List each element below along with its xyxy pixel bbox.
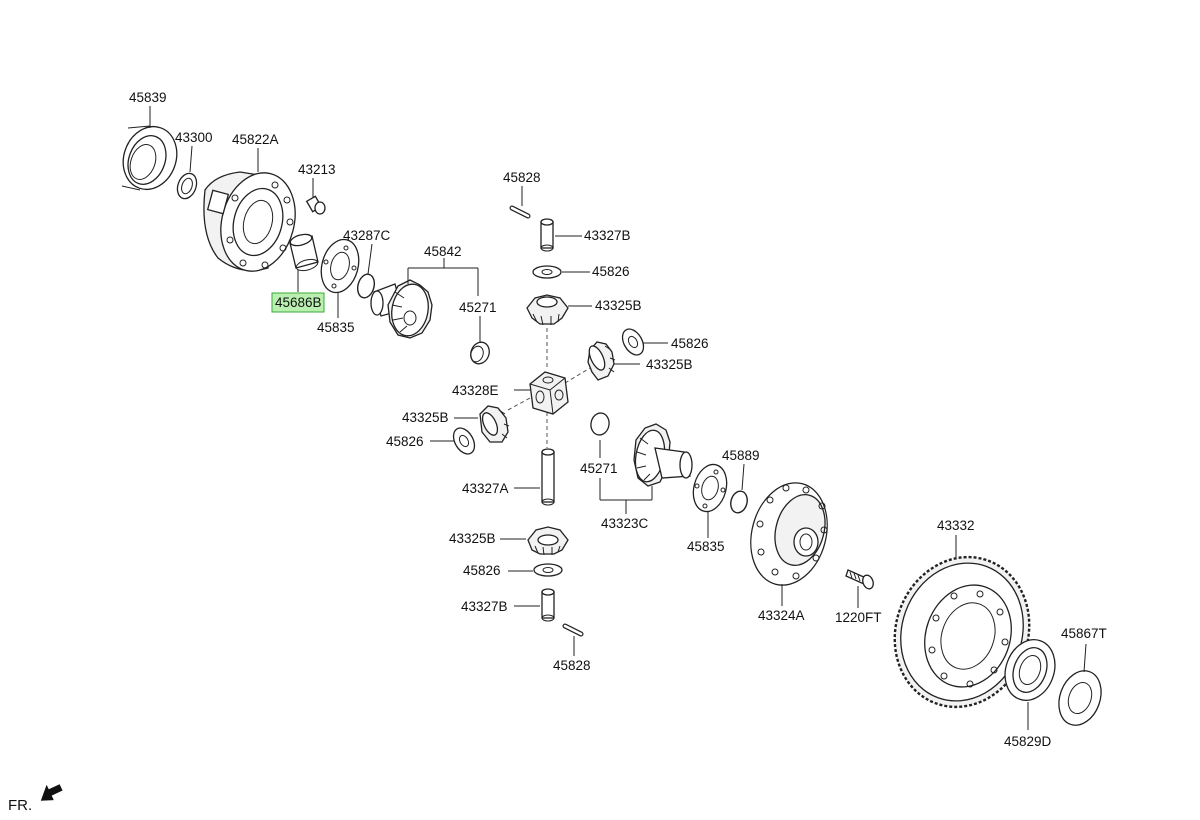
label-43327B-bottom[interactable]: 43327B [461, 599, 508, 614]
label-45826-left[interactable]: 45826 [386, 434, 424, 449]
part-45686B-bushing[interactable] [289, 232, 319, 272]
leader-45867T [1083, 643, 1087, 673]
part-45829D-bearing[interactable] [997, 633, 1063, 708]
part-45889-ring[interactable] [728, 489, 749, 514]
label-45828-top[interactable]: 45828 [503, 170, 541, 185]
label-45842[interactable]: 45842 [424, 244, 462, 259]
axis-diagonal-left [507, 397, 531, 411]
part-45826-washer-top[interactable] [532, 265, 562, 279]
part-43327B-shaft-bottom[interactable] [541, 588, 555, 622]
label-45271-upper[interactable]: 45271 [459, 300, 497, 315]
part-45842-side-gear[interactable] [370, 279, 433, 339]
leader-43287C [367, 243, 373, 275]
part-43325B-pinion-top[interactable] [526, 294, 569, 326]
label-45835-upper[interactable]: 45835 [317, 320, 355, 335]
label-43323C[interactable]: 43323C [601, 516, 649, 531]
part-43325B-pinion-bottom[interactable] [527, 526, 569, 556]
label-43325B-left[interactable]: 43325B [402, 410, 449, 425]
part-43327B-shaft-top[interactable] [540, 218, 554, 252]
part-43328E-spider[interactable] [529, 371, 569, 415]
front-indicator-label: FR. [8, 797, 32, 814]
label-45829D[interactable]: 45829D [1004, 734, 1052, 749]
label-45867T[interactable]: 45867T [1061, 626, 1107, 641]
part-43332-ring-gear[interactable] [874, 538, 1050, 726]
label-43325B-bottom[interactable]: 43325B [449, 531, 496, 546]
part-43323C-side-gear[interactable] [632, 423, 693, 487]
leader-45889 [741, 463, 745, 491]
part-43325B-pinion-left[interactable] [479, 405, 510, 443]
label-45889[interactable]: 45889 [722, 448, 760, 463]
label-1220FT[interactable]: 1220FT [835, 610, 882, 625]
part-45835-washer-upper[interactable] [316, 235, 365, 296]
label-45839[interactable]: 45839 [129, 90, 167, 105]
highlight-45686B [271, 292, 325, 313]
part-1220FT-bolt[interactable] [845, 569, 875, 590]
part-43324A-case[interactable] [740, 474, 838, 594]
label-45822A[interactable]: 45822A [232, 132, 279, 147]
part-45828-pin-top[interactable] [509, 205, 531, 219]
label-45835-lower[interactable]: 45835 [687, 539, 725, 554]
part-45271-disc-lower[interactable] [589, 412, 611, 437]
label-43327B-top[interactable]: 43327B [584, 228, 631, 243]
part-43300-ring[interactable] [174, 171, 200, 202]
label-45828-bottom[interactable]: 45828 [553, 658, 591, 673]
label-45826-top[interactable]: 45826 [592, 264, 630, 279]
axis-diagonal-right [564, 367, 591, 384]
label-43325B-top[interactable]: 43325B [595, 298, 642, 313]
label-43324A[interactable]: 43324A [758, 608, 805, 623]
part-45271-disc-upper[interactable] [468, 340, 492, 367]
part-45828-pin-bottom[interactable] [562, 623, 584, 637]
part-45839-bearing[interactable] [115, 119, 186, 197]
part-45822A-case[interactable] [203, 164, 306, 279]
part-43287C-ring[interactable] [355, 272, 377, 299]
leader-43300 [189, 145, 193, 173]
part-43327A-shaft[interactable] [541, 448, 555, 506]
part-45867T-shim[interactable] [1052, 665, 1109, 731]
part-45826-washer-left[interactable] [449, 424, 479, 457]
part-43213-bolt[interactable] [305, 195, 326, 215]
label-43213[interactable]: 43213 [298, 162, 336, 177]
part-45826-washer-bottom[interactable] [533, 563, 563, 577]
part-43325B-pinion-right[interactable] [586, 341, 616, 381]
part-45826-washer-right[interactable] [618, 325, 648, 358]
label-43328E[interactable]: 43328E [452, 383, 499, 398]
label-43327A[interactable]: 43327A [462, 481, 509, 496]
label-45271-lower[interactable]: 45271 [580, 461, 618, 476]
label-43325B-right[interactable]: 43325B [646, 357, 693, 372]
label-43300[interactable]: 43300 [175, 130, 213, 145]
label-43332[interactable]: 43332 [937, 518, 975, 533]
label-45826-right[interactable]: 45826 [671, 336, 709, 351]
label-45686B[interactable]: 45686B [275, 295, 322, 310]
part-45835-washer-lower[interactable] [688, 461, 731, 516]
front-arrow-icon [40, 784, 63, 801]
label-45826-bottom[interactable]: 45826 [463, 563, 501, 578]
label-43287C[interactable]: 43287C [343, 228, 391, 243]
